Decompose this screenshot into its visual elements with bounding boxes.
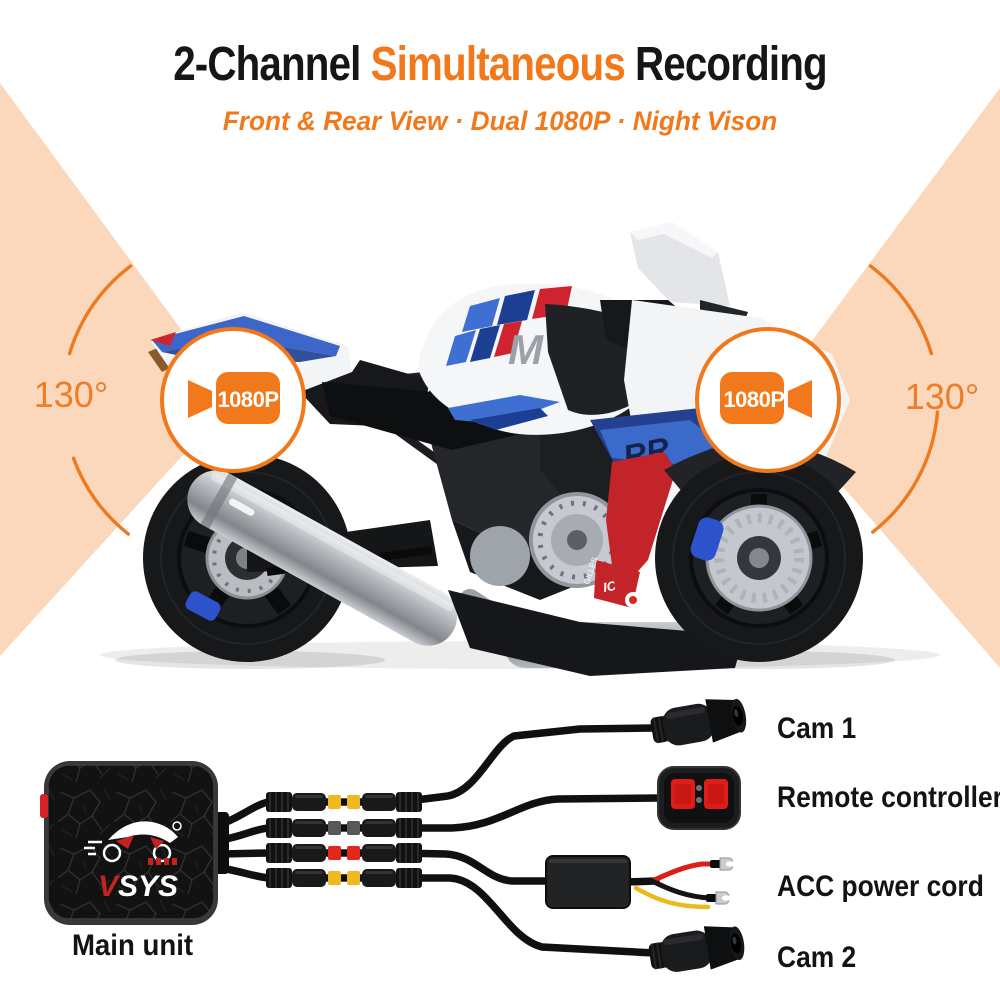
main-unit-device: V SYS	[40, 761, 229, 925]
rear-view-angle: 130°	[33, 374, 109, 415]
rear-resolution-label: 1080P	[217, 387, 279, 412]
acc-power-box	[545, 855, 631, 909]
video-camera-icon	[188, 372, 280, 424]
cam1-device	[650, 698, 747, 746]
front-camera-badge	[695, 327, 841, 473]
title-part3: Recording	[634, 38, 828, 91]
remote-button-left	[671, 779, 695, 809]
label-acc-power-cord: ACC power cord	[777, 870, 984, 903]
front-camera-beam	[768, 88, 1000, 668]
remote-button-right	[704, 779, 728, 809]
ring-terminal-2	[706, 891, 732, 905]
ring-terminal-1	[710, 857, 736, 871]
remote-controller-device	[657, 766, 741, 830]
front-wheel	[655, 454, 863, 662]
subtitle: Front & Rear View · Dual 1080P · Night V…	[222, 106, 778, 136]
motorcycle-illustration: IC GILLES M RR	[143, 222, 863, 676]
cable-connectors	[266, 792, 422, 888]
rear-camera-badge	[160, 327, 306, 473]
label-cam2: Cam 2	[777, 941, 857, 974]
cables	[217, 724, 664, 957]
exhaust-muffler	[187, 470, 457, 646]
label-remote-controller: Remote controller	[777, 781, 1000, 814]
title-part1: 2-Channel	[173, 38, 361, 91]
angle-arcs	[67, 264, 940, 536]
logo-text-sys: SYS	[118, 870, 178, 903]
rear-camera-beam	[0, 83, 233, 656]
logo-text-v: V	[98, 870, 121, 903]
label-main-unit: Main unit	[71, 929, 194, 962]
label-cam1: Cam 1	[777, 712, 857, 745]
belly-decal-ic: IC	[602, 578, 618, 595]
front-resolution-label: 1080P	[723, 387, 785, 412]
title-part2: Simultaneous	[370, 38, 626, 91]
wiring-diagram: V SYS	[40, 698, 747, 972]
cam2-device	[648, 926, 745, 972]
brand-logo: V SYS	[84, 821, 182, 903]
front-view-angle: 130°	[904, 376, 980, 417]
power-button	[40, 794, 48, 818]
video-camera-icon	[720, 372, 812, 424]
tank-decal-m: M	[508, 326, 544, 373]
